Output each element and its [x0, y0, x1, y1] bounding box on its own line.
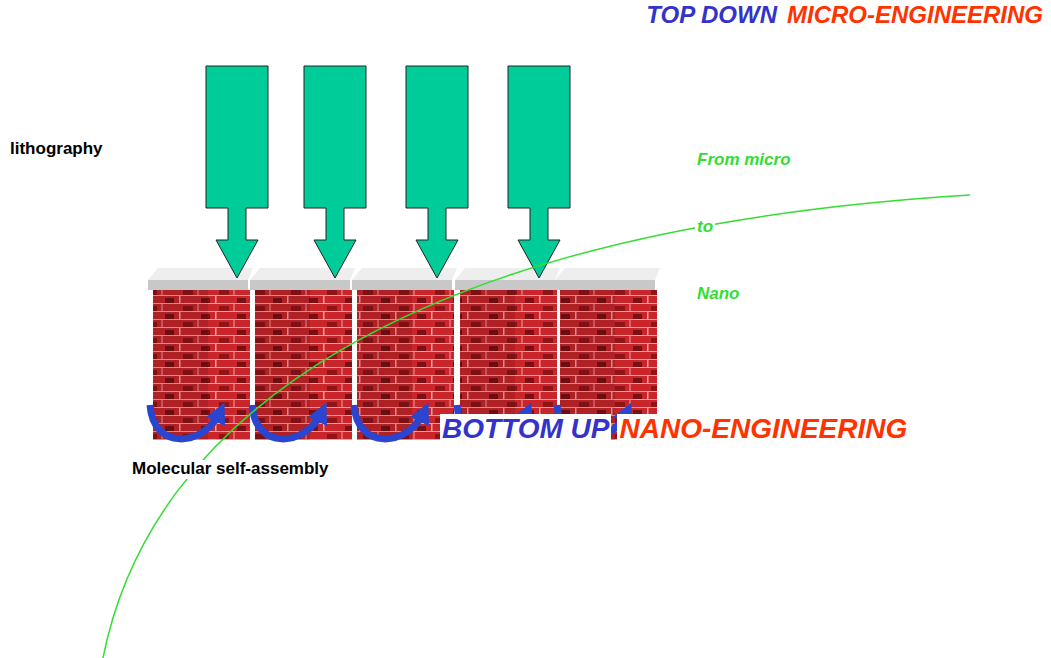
wall-cap: [555, 280, 655, 290]
scale-label: Nano: [695, 285, 742, 304]
heading-part: NANO-ENGINEERING: [617, 414, 909, 445]
block-arrow: [406, 66, 468, 278]
assembly-arrow: [150, 405, 220, 439]
scale-label: to: [695, 218, 715, 237]
micro-nano-curve: [103, 195, 970, 658]
scale-label: From micro: [695, 151, 793, 170]
wall-cap: [250, 280, 350, 290]
heading-part: TOP DOWN: [644, 2, 779, 28]
assembly-arrow: [252, 405, 322, 439]
wall-shade: [255, 290, 310, 440]
method-label: lithography: [8, 140, 105, 159]
block-arrow: [304, 66, 366, 278]
lithography-arrows: [206, 66, 570, 278]
brick-wall: [153, 290, 250, 440]
wall-cap: [352, 280, 452, 290]
assembly-arrow: [354, 405, 424, 439]
brick-wall: [255, 290, 352, 440]
wall-cap: [455, 268, 560, 280]
block-arrow: [508, 66, 570, 278]
heading-part: BOTTOM UP: [440, 414, 611, 445]
block-arrow: [206, 66, 268, 278]
wall-shade: [153, 290, 208, 440]
wall-shade: [357, 290, 412, 440]
method-label: Molecular self-assembly: [130, 460, 331, 479]
wall-cap: [555, 268, 660, 280]
wall-cap: [148, 280, 248, 290]
heading-part: MICRO-ENGINEERING: [785, 2, 1045, 28]
